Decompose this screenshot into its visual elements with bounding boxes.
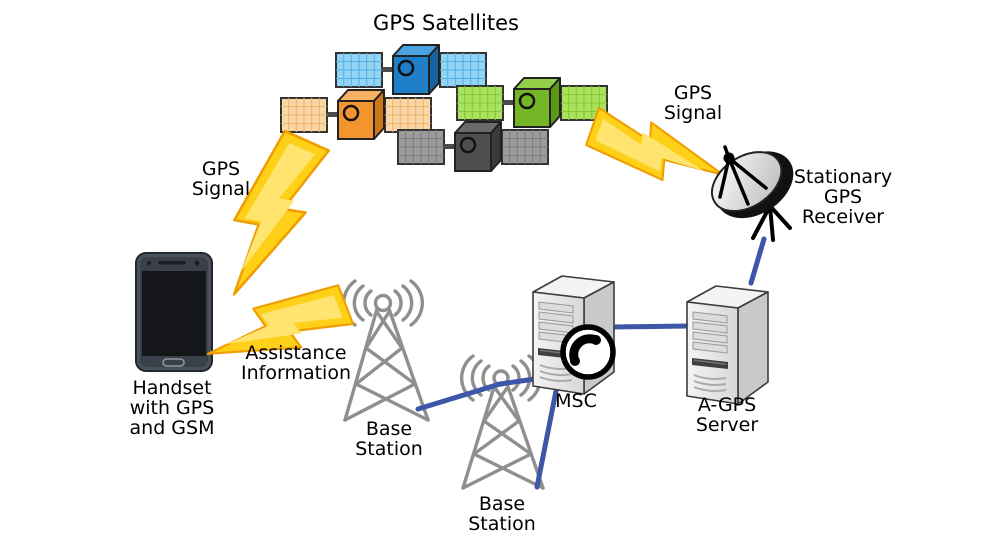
gps-signal-right-label: GPS Signal — [663, 82, 723, 124]
gps-satellite-gray-icon — [396, 120, 550, 173]
base-station-2-tower-icon — [459, 354, 545, 490]
assistance-information-label: Assistance Information — [241, 342, 351, 384]
satellite-dish-icon — [711, 145, 794, 242]
gps-satellites-title: GPS Satellites — [373, 11, 519, 35]
base-station-1-label: Base Station — [355, 418, 423, 460]
line-msc-to-base2 — [534, 388, 559, 490]
agps-server-icon — [686, 285, 769, 405]
handset-label: Handset with GPS and GSM — [129, 377, 215, 439]
handset-phone-icon — [135, 252, 213, 372]
line-msc-to-agps — [609, 323, 691, 330]
msc-label: MSC — [555, 390, 597, 412]
gps-satellite-green-icon — [455, 76, 609, 129]
connection-lines — [415, 236, 767, 490]
line-agps-to-dish — [748, 236, 767, 286]
telephone-badge-icon — [560, 324, 616, 380]
gps-signal-left-label: GPS Signal — [191, 158, 251, 200]
line-base1-to-msc — [415, 376, 538, 412]
base-station-1-tower-icon — [341, 279, 430, 422]
agps-server-label: A-GPS Server — [695, 394, 759, 436]
gps-signal-bolt-to-handset-icon — [205, 125, 334, 309]
base-station-2-label: Base Station — [468, 493, 536, 535]
stationary-gps-receiver-label: Stationary GPS Receiver — [793, 166, 893, 228]
